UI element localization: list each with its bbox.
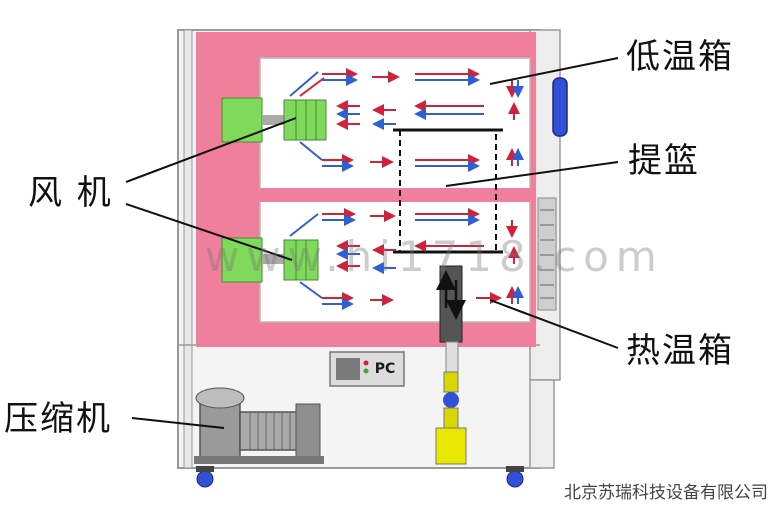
label-high-temp-box: 热温箱 (626, 331, 734, 371)
watermark: www.hi1718.com (205, 232, 664, 281)
company-name: 北京苏瑞科技设备有限公司 (564, 483, 768, 503)
leader-lines (125, 57, 619, 429)
label-low-temp-box: 低温箱 (626, 37, 734, 77)
compressor (194, 387, 324, 464)
chamber-separator (260, 188, 530, 202)
airflow-upper (289, 68, 524, 172)
door-handle (552, 77, 568, 137)
lift-rod (436, 265, 466, 373)
airflow-lower (289, 208, 524, 310)
control-panel-label: PC (374, 361, 396, 377)
label-fan: 风 机 (28, 173, 113, 213)
casters (196, 466, 524, 488)
control-panel (329, 351, 405, 387)
label-basket: 提篮 (628, 141, 700, 181)
door-vent (537, 197, 557, 311)
lift-actuator (435, 371, 467, 465)
label-compressor: 压缩机 (4, 399, 112, 439)
fan-upper (221, 97, 327, 143)
basket (393, 128, 503, 254)
